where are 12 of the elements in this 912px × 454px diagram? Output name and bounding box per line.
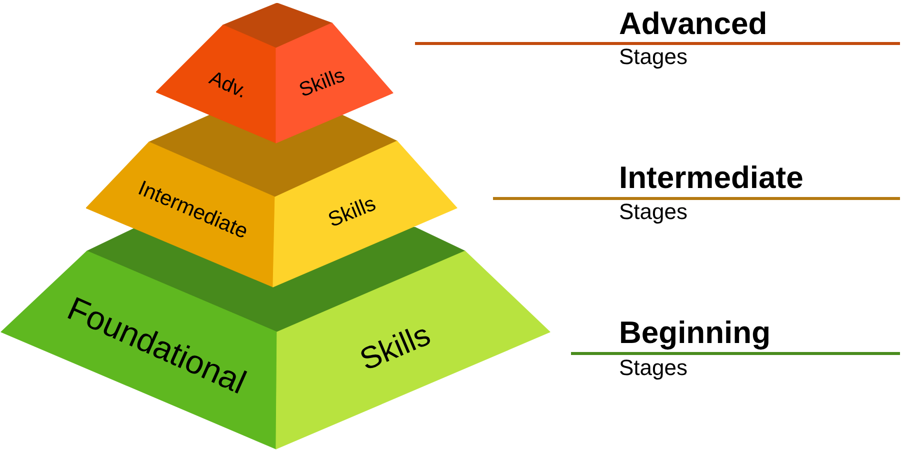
stage-subtitle: Stages [619, 201, 688, 224]
tier-label: Skills [354, 316, 436, 378]
stage-heading: Beginning [619, 316, 771, 348]
tier-label: Adv. [206, 67, 250, 103]
tier-label: Skills [296, 64, 348, 102]
pyramid-tier [86, 113, 458, 288]
stage-heading: Intermediate [619, 162, 804, 194]
stage-heading: Advanced [619, 8, 768, 39]
tier-label: Skills [324, 192, 380, 232]
pyramid-tier [156, 3, 394, 144]
stage-subtitle: Stages [619, 357, 688, 380]
stage-subtitle: Stages [619, 46, 688, 68]
